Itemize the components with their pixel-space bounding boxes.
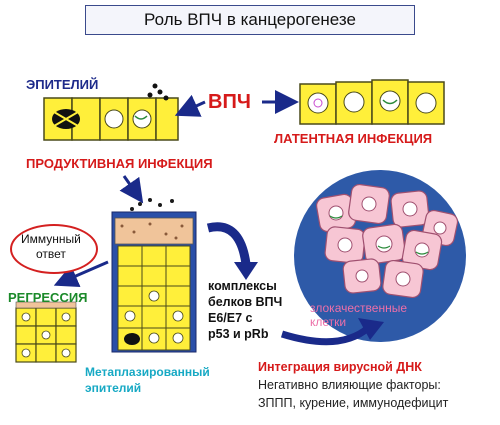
diagram-title: Роль ВПЧ в канцерогенезе [85,5,415,35]
complexes-line: белков ВПЧ [208,295,283,309]
dna-integration-label: Интеграция вирусной ДНК [258,360,422,374]
malignant-line: злокачественные [310,301,407,315]
immune-response-label: Иммунный [21,232,81,246]
column-to-regression-arrow [53,260,109,288]
complexes-line: р53 и pRb [208,327,269,341]
nucleus [104,109,124,129]
productive-to-metaplastic-arrow [119,175,144,204]
malignant-line: клетки [310,315,347,329]
latent-infection-label: ЛАТЕНТНАЯ ИНФЕКЦИЯ [274,131,433,146]
complexes-line: комплексы [208,279,277,293]
regression-cells-group [15,301,77,363]
metaplastic-column [111,198,197,353]
epithelium-cell [155,97,179,141]
epithelium-label: ЭПИТЕЛИЙ [26,77,99,92]
immune-response-oval [10,224,98,274]
complexes-line: Е6/Е7 с [208,311,253,325]
malignant-cells-label: злокачественные клетки [310,301,407,329]
immune-response-label-line2: ответ [36,247,66,261]
metaplastic-epithelium-label-line2: эпителий [85,381,142,395]
column-to-complexes-arrow [206,222,251,265]
hpv-label: ВПЧ [208,91,251,113]
complexes-to-malignant-arrow [280,325,371,346]
negative-factors-list: ЗППП, курение, иммунодефицит [258,396,449,410]
negative-factors-label: Негативно влияющие факторы: [258,378,441,392]
hpv-to-epithelium-arrow [174,94,206,117]
protein-complexes-label: комплексы белков ВПЧ Е6/Е7 с р53 и pRb [208,278,300,342]
regression-label: РЕГРЕССИЯ [8,290,88,305]
latent-cells-group [299,79,445,125]
metaplastic-epithelium-label: Метаплазированный [85,365,210,379]
productive-infection-label: ПРОДУКТИВНАЯ ИНФЕКЦИЯ [26,156,213,171]
epithelium-cells-group [43,83,179,141]
malignant-cells-cluster [294,170,466,342]
